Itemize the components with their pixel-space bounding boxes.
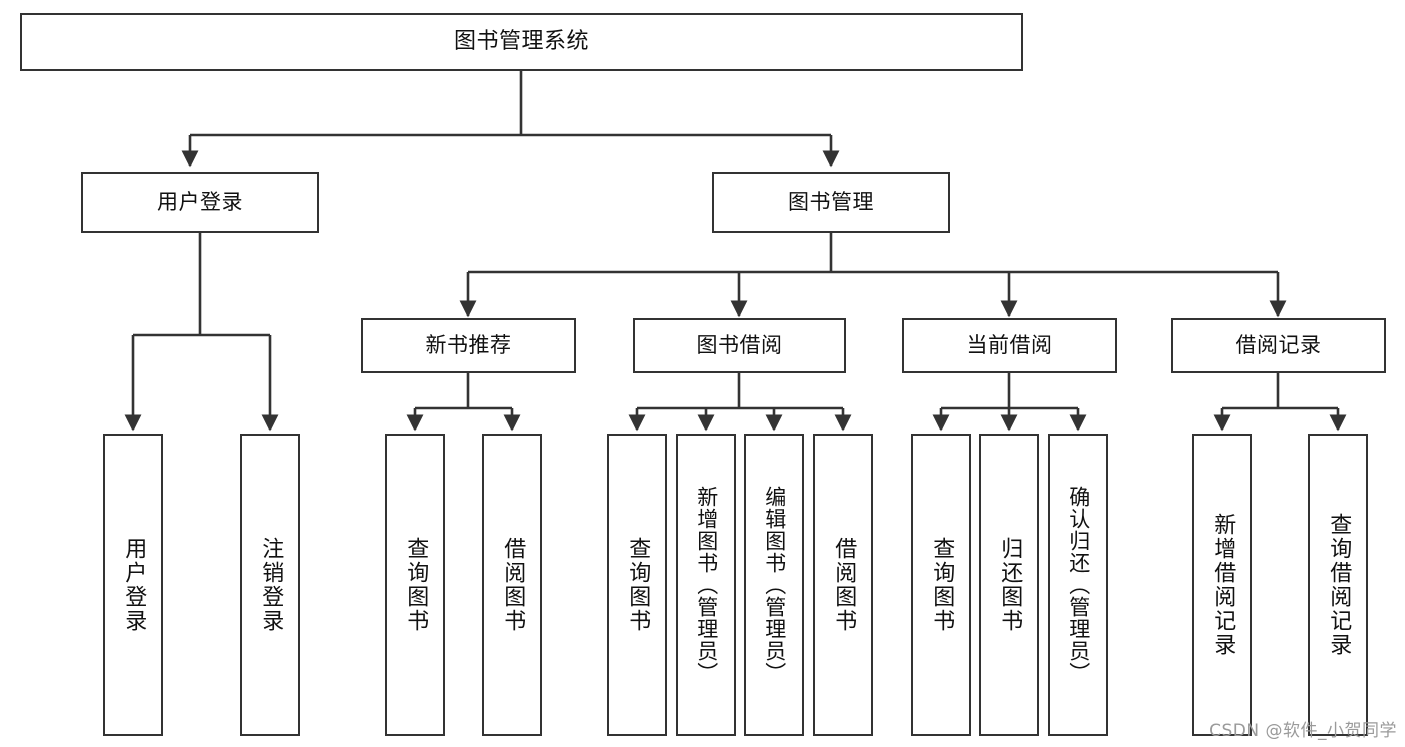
- node-leaf-query-book-borrow[interactable]: 查询图书: [607, 434, 667, 736]
- node-leaf-add-book-admin[interactable]: 新增图书（管理员）: [676, 434, 736, 736]
- node-label: 当前借阅: [966, 332, 1053, 357]
- node-label: 用户登录: [121, 537, 147, 633]
- node-book-management[interactable]: 图书管理: [712, 172, 950, 233]
- node-leaf-query-borrow-record[interactable]: 查询借阅记录: [1308, 434, 1368, 736]
- node-label: 确认归还（管理员）: [1066, 486, 1091, 684]
- node-label: 图书借阅: [696, 332, 783, 357]
- node-label: 查询图书: [929, 537, 955, 633]
- node-label: 查询图书: [403, 537, 429, 633]
- node-leaf-return-book[interactable]: 归还图书: [979, 434, 1039, 736]
- node-new-book-recommend[interactable]: 新书推荐: [361, 318, 576, 373]
- node-leaf-borrow-book-recommend[interactable]: 借阅图书: [482, 434, 542, 736]
- node-label: 新增借阅记录: [1210, 513, 1236, 657]
- node-label: 查询图书: [625, 537, 651, 633]
- node-label: 借阅记录: [1235, 332, 1322, 357]
- node-label: 归还图书: [997, 537, 1023, 633]
- node-label: 用户登录: [157, 189, 243, 214]
- node-label: 注销登录: [258, 537, 284, 633]
- node-label: 借阅图书: [500, 537, 526, 633]
- node-label: 借阅图书: [831, 537, 857, 633]
- node-leaf-query-book-current[interactable]: 查询图书: [911, 434, 971, 736]
- node-current-borrow[interactable]: 当前借阅: [902, 318, 1117, 373]
- node-leaf-borrow-book[interactable]: 借阅图书: [813, 434, 873, 736]
- node-label: 查询借阅记录: [1326, 513, 1352, 657]
- node-label: 新书推荐: [425, 332, 512, 357]
- node-label: 图书管理系统: [453, 28, 589, 54]
- csdn-watermark: CSDN @软件_小贺同学: [1209, 721, 1397, 741]
- node-root-book-management-system[interactable]: 图书管理系统: [20, 13, 1023, 71]
- node-label: 图书管理: [788, 189, 874, 214]
- node-user-login[interactable]: 用户登录: [81, 172, 319, 233]
- node-leaf-edit-book-admin[interactable]: 编辑图书（管理员）: [744, 434, 804, 736]
- node-label: 新增图书（管理员）: [694, 486, 719, 684]
- node-book-borrow[interactable]: 图书借阅: [633, 318, 846, 373]
- node-leaf-confirm-return-admin[interactable]: 确认归还（管理员）: [1048, 434, 1108, 736]
- node-leaf-add-borrow-record[interactable]: 新增借阅记录: [1192, 434, 1252, 736]
- node-borrow-record[interactable]: 借阅记录: [1171, 318, 1386, 373]
- node-leaf-logout[interactable]: 注销登录: [240, 434, 300, 736]
- node-label: 编辑图书（管理员）: [762, 486, 787, 684]
- node-leaf-query-book-recommend[interactable]: 查询图书: [385, 434, 445, 736]
- node-leaf-user-login[interactable]: 用户登录: [103, 434, 163, 736]
